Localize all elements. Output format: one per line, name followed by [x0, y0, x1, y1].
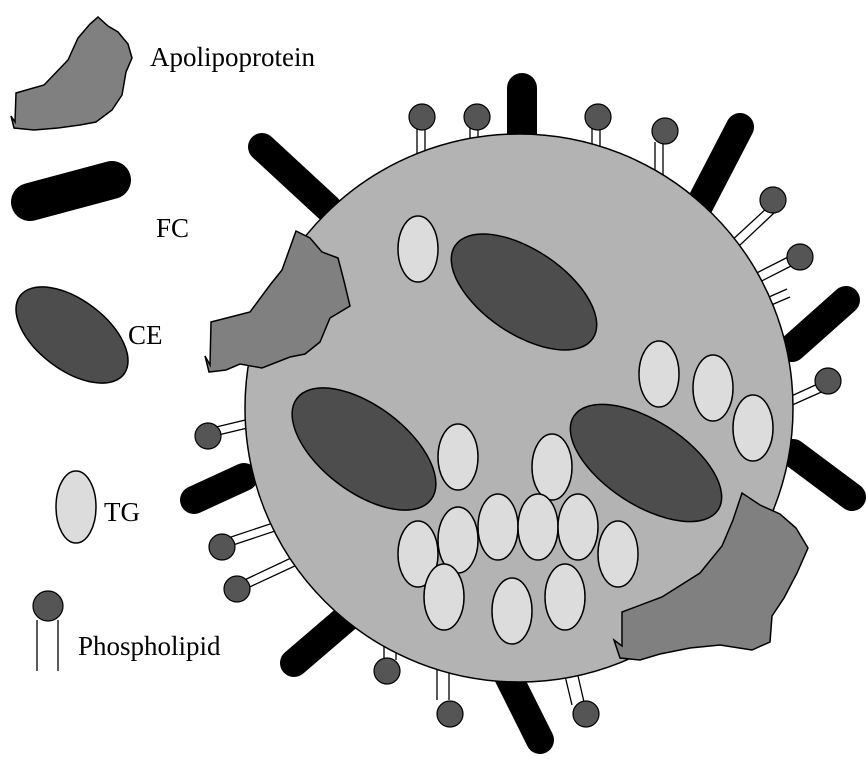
fc-rod: [792, 300, 846, 348]
legend-label-apolipoprotein: Apolipoprotein: [150, 44, 315, 71]
ce-legend-icon: [0, 268, 145, 402]
fc-rod: [793, 453, 852, 497]
legend-label-ce: CE: [128, 322, 163, 349]
fc-rod: [194, 477, 244, 500]
apolipoprotein-legend-icon: [11, 17, 132, 130]
phospholipid: [787, 368, 841, 406]
fc-rod: [508, 676, 540, 740]
fc-legend-icon: [30, 180, 112, 202]
legend-label-phospholipid: Phospholipid: [78, 633, 221, 660]
fc-rod: [698, 127, 740, 208]
legend-label-fc: FC: [156, 215, 189, 242]
fc-rod: [294, 615, 350, 663]
phospholipid-legend-icon: [33, 591, 63, 671]
legend-icons: [0, 17, 145, 671]
legend-label-tg: TG: [104, 499, 140, 526]
fc-rod: [262, 147, 328, 208]
phospholipid-head: [409, 104, 435, 130]
tg-legend-icon: [56, 471, 96, 543]
